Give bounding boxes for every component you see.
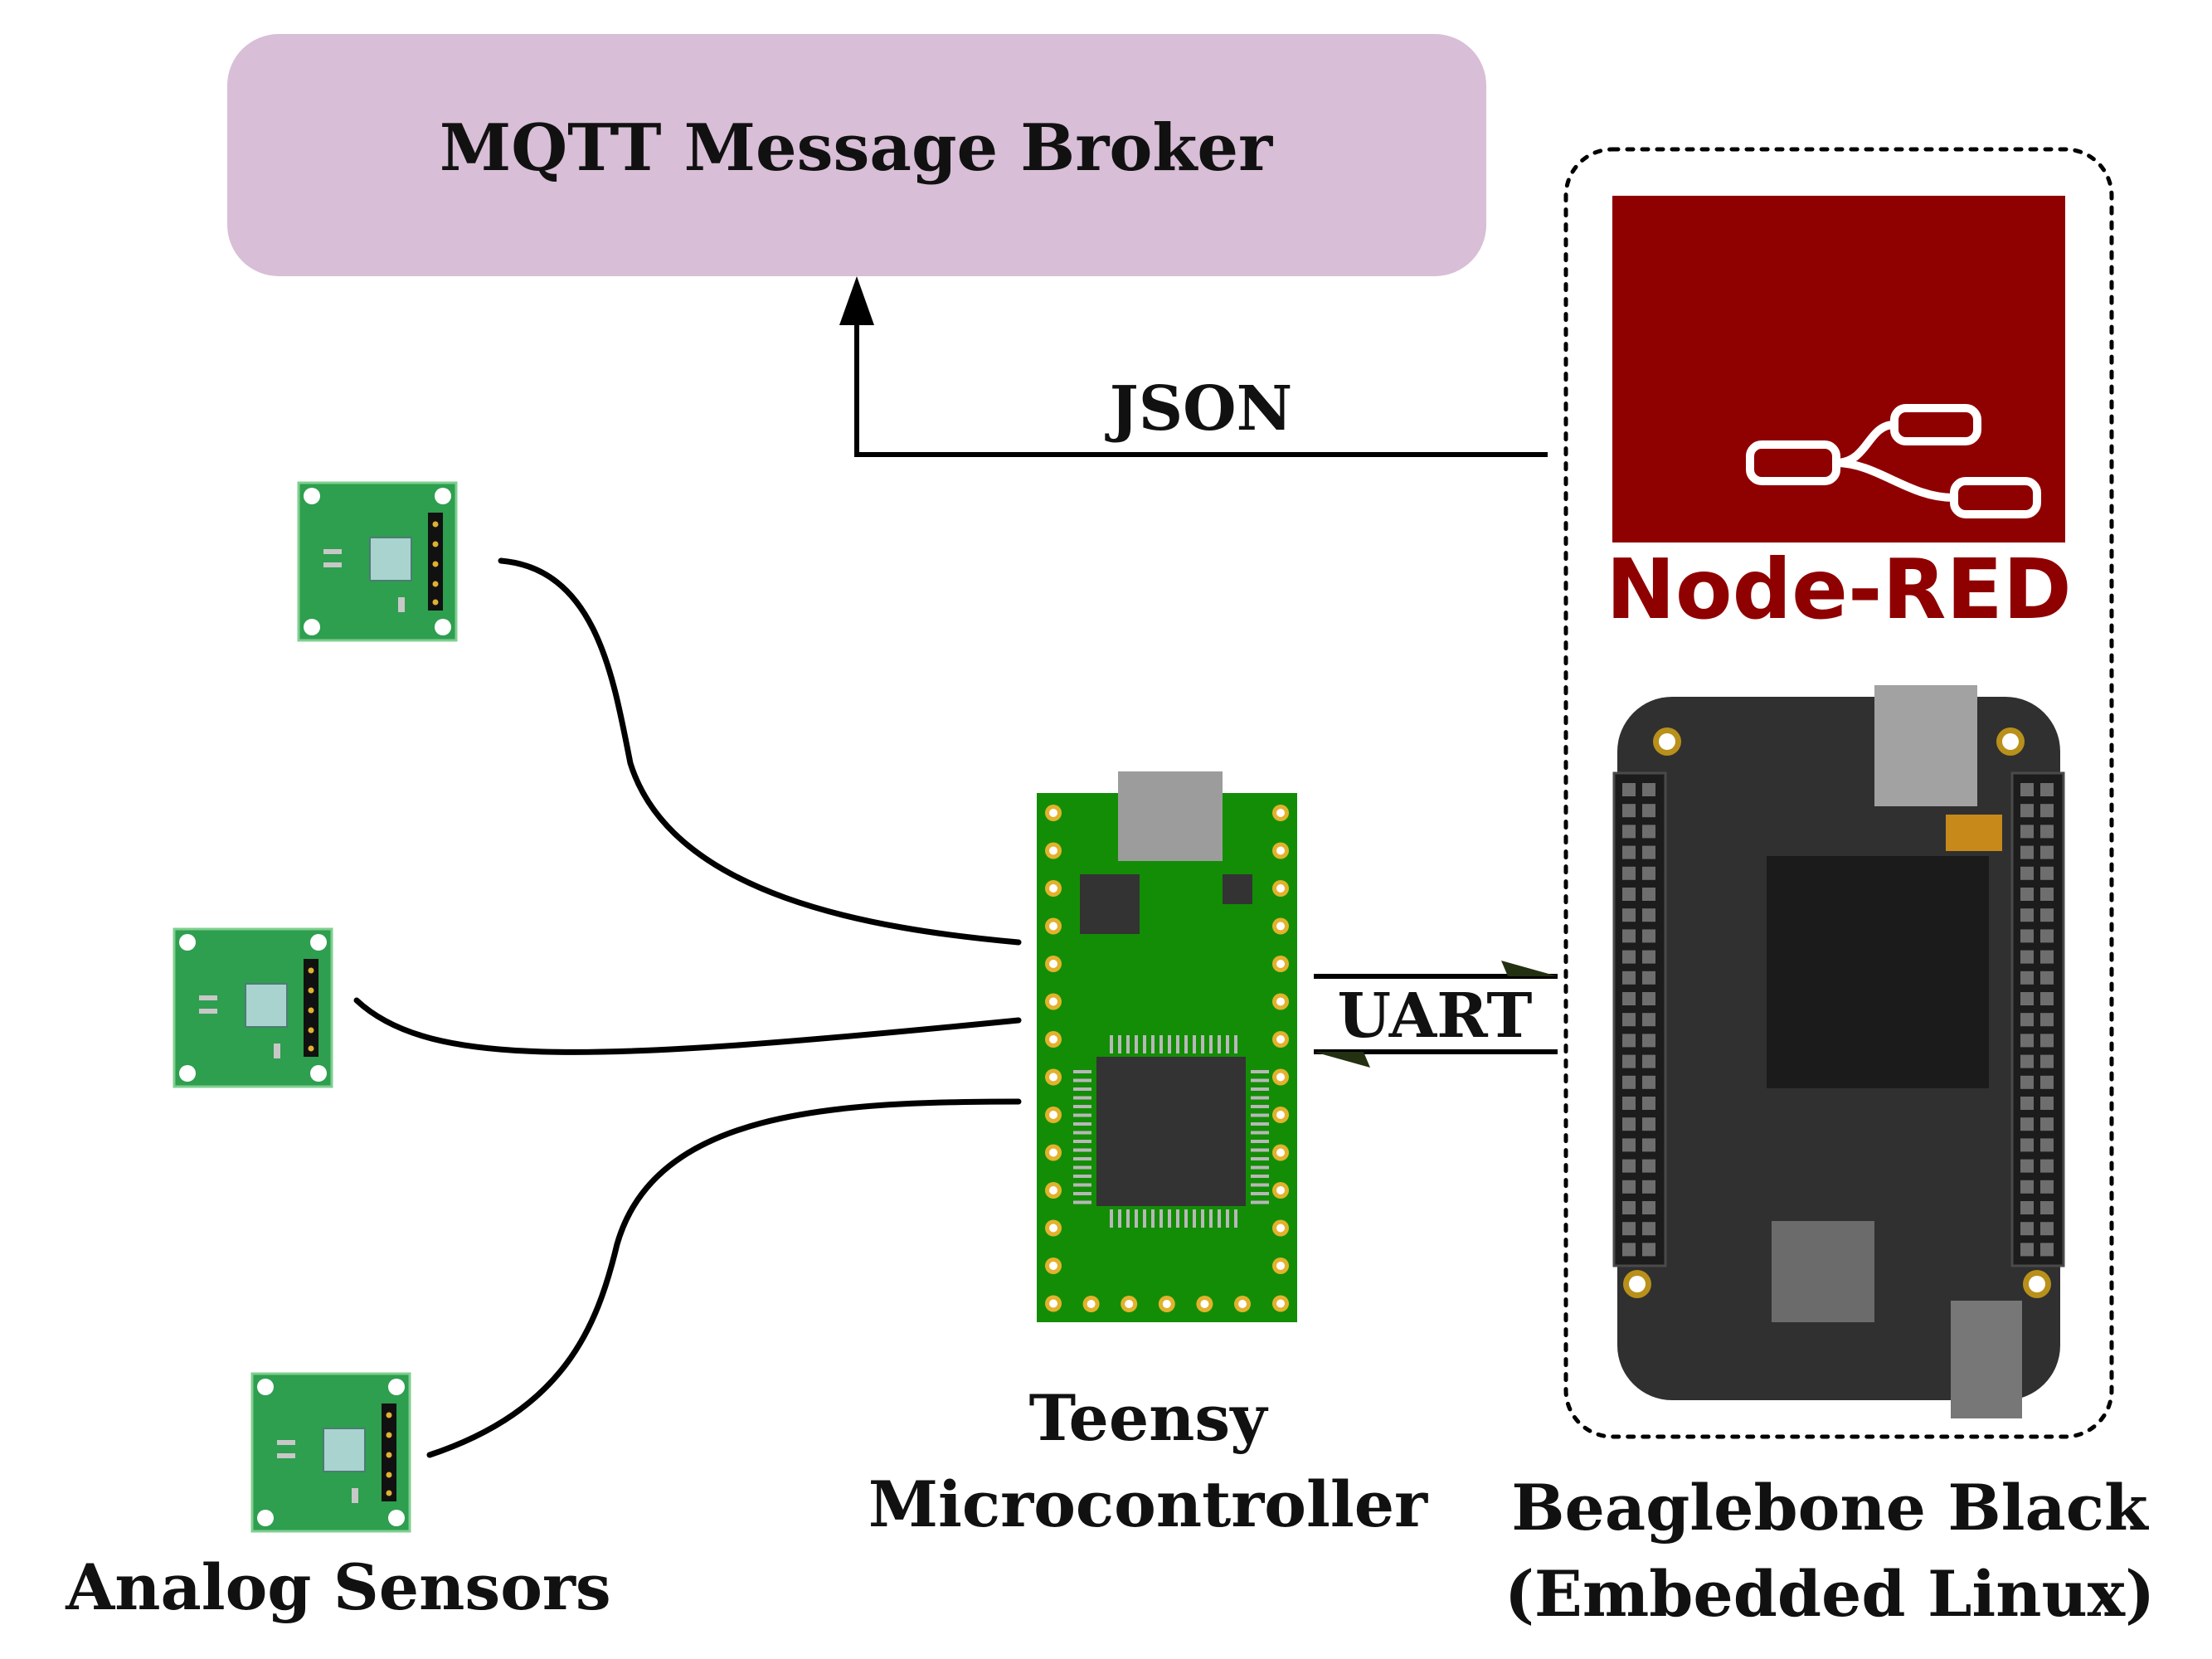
uart-arrowhead-right (1501, 961, 1558, 976)
node-red-label: Node-RED (1606, 541, 2072, 638)
uart-arrowhead-left (1314, 1052, 1370, 1068)
mqtt-broker-label: MQTT Message Broker (440, 110, 1273, 186)
mqtt-broker-box: MQTT Message Broker (227, 34, 1486, 276)
json-arrowhead (839, 276, 874, 325)
json-arrow-line (854, 315, 1548, 457)
node-red-logo: Node-RED (1606, 196, 2072, 638)
node-red-flow-icon (1746, 404, 2041, 518)
teensy-button (1223, 874, 1252, 904)
teensy-small-chip (1080, 874, 1140, 934)
beaglebone-label-line1: Beaglebone Black (1511, 1471, 2149, 1545)
json-label: JSON (1105, 373, 1293, 445)
analog-sensors-label: Analog Sensors (65, 1550, 610, 1624)
p9-header (1612, 771, 1667, 1267)
uart-connection: UART (1314, 961, 1558, 1068)
analog-sensor-middle (173, 927, 333, 1088)
smd-component (1946, 815, 2002, 851)
json-connection: JSON (839, 276, 1548, 457)
processor-chip (1767, 856, 1989, 1088)
uart-label: UART (1338, 980, 1533, 1052)
sensor-wire-bottom (426, 1098, 1022, 1458)
beaglebone-label-line2: (Embedded Linux) (1505, 1557, 2155, 1631)
sensor-wires (353, 557, 1022, 1458)
sensor-wire-top (498, 557, 1022, 946)
teensy-mcu-chip (1096, 1057, 1246, 1206)
sensor-wire-middle (353, 997, 1022, 1055)
teensy-mcu-pins (1073, 1035, 1269, 1228)
teensy-label-line1: Teensy (1029, 1381, 1269, 1455)
analog-sensor-top (297, 481, 458, 642)
ethernet-connector (1951, 1301, 2022, 1418)
analog-sensor-bottom (250, 1372, 411, 1533)
teensy-usb-connector (1118, 771, 1223, 861)
embedded-linux-boundary (1563, 147, 2114, 1439)
power-ic (1772, 1221, 1874, 1322)
usb-connector (1874, 685, 1977, 806)
teensy-label-line2: Microcontroller (868, 1467, 1428, 1541)
p8-header (2010, 771, 2065, 1267)
beaglebone-black-board (1612, 685, 2065, 1418)
teensy-board (1037, 771, 1297, 1322)
